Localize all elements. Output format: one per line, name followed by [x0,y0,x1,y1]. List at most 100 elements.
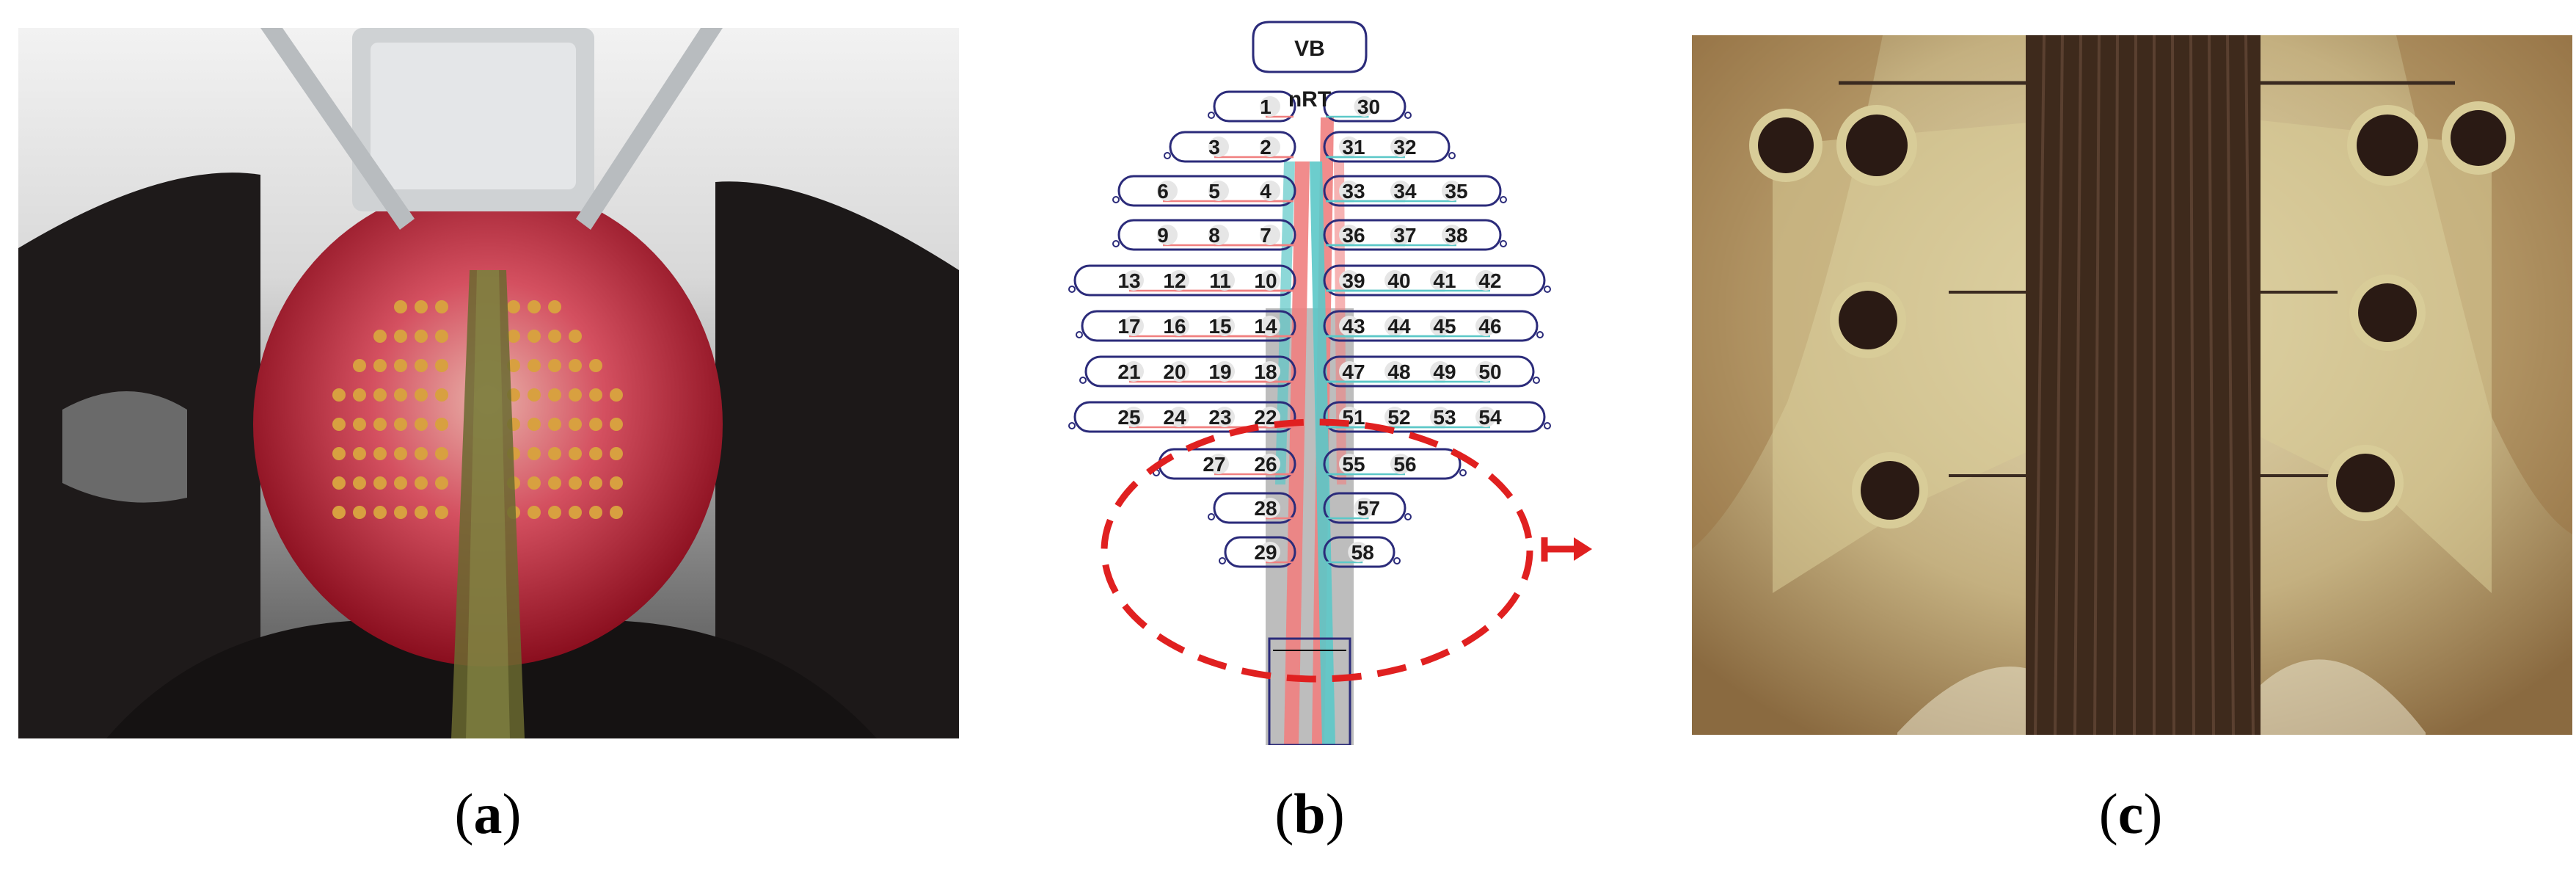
grid-electrode [548,476,561,490]
grid-electrode [528,300,541,313]
electrode-label: 21 [1117,360,1140,383]
grid-electrode [569,506,582,519]
recording-site [1214,361,1235,382]
connector-pin-icon [1068,422,1076,429]
ribbon-line [2189,35,2195,735]
electrode-row-right [1323,264,1546,297]
grid-electrode [610,476,623,490]
grid-electrode [415,447,428,460]
recording-site [1339,181,1360,201]
grid-electrode [394,506,407,519]
arrow-to-c-icon [1541,537,1592,562]
electrode-label: 43 [1342,315,1365,338]
grid-electrode [373,359,387,372]
electrode-row-left [1213,90,1296,123]
electrode-label: 23 [1208,406,1231,429]
connector-pin-icon [1393,557,1401,564]
recording-site [1208,137,1229,157]
electrode-label: 8 [1208,224,1220,247]
recording-site [1384,270,1405,291]
electrode-row-right [1323,492,1406,524]
electrode-row-left [1117,219,1296,251]
electrode-label: 37 [1393,224,1416,247]
recording-site [1384,407,1405,427]
grid-electrode [394,447,407,460]
grid-electrode [435,418,448,431]
vb-label: VB [1294,37,1325,61]
electrode-label: 12 [1163,269,1186,292]
connector-pin-icon [1533,377,1540,384]
grid-electrode [373,476,387,490]
grid-electrode [394,476,407,490]
grid-electrode [507,330,520,343]
grid-electrode [435,359,448,372]
grid-electrode [528,330,541,343]
electrode-label: 2 [1260,136,1271,159]
electrode-row-left [1084,355,1296,388]
grid-electrode [610,418,623,431]
electrode-label: 48 [1387,360,1410,383]
panel-a-photo [18,28,959,738]
electrode-row-left [1169,131,1296,163]
surgical-photo [18,28,959,738]
electrode-label: 42 [1478,269,1501,292]
electrode-label: 20 [1163,360,1186,383]
grid-electrode [332,447,346,460]
electrode-label: 44 [1387,315,1411,338]
recording-site [1384,316,1405,336]
electrode-label: 53 [1433,406,1456,429]
caption-b-letter: b [1294,782,1326,846]
grid-electrode [548,418,561,431]
electrode-label: 25 [1117,406,1140,429]
grid-electrode [332,506,346,519]
grid-electrode [353,476,366,490]
grid-electrode [610,447,623,460]
recording-site [1169,270,1189,291]
recording-site [1208,181,1229,201]
ribbon-line [2244,35,2255,735]
grid-electrode [528,359,541,372]
grid-electrode [528,476,541,490]
recording-site [1339,270,1360,291]
electrode-label: 30 [1357,95,1380,118]
connector-pin-icon [1404,112,1412,119]
grid-electrode [435,476,448,490]
recording-site [1260,361,1280,382]
recording-site [1169,361,1189,382]
grid-electrode [569,359,582,372]
electrode-label: 28 [1254,497,1277,520]
electrode-label: 27 [1203,453,1225,476]
electrode-row-right [1323,90,1406,123]
recording-site [1169,407,1189,427]
connector-pin-icon [1544,422,1551,429]
highlight-ellipse [1101,418,1533,683]
electrode-label: 46 [1478,315,1501,338]
electrode-label: 6 [1157,180,1169,203]
electrode-row-left [1073,264,1296,297]
grid-electrode [353,359,366,372]
recording-site [1390,225,1411,245]
zoomed-photo [1692,35,2572,735]
grid-electrode [528,418,541,431]
electrode-label: 39 [1342,269,1365,292]
electrode-label: 54 [1478,406,1502,429]
grid-electrode [373,447,387,460]
electrode-label: 35 [1445,180,1467,203]
grid-electrode [332,476,346,490]
connector-pin-icon [1112,196,1120,203]
electrode-label: 40 [1387,269,1410,292]
recording-site [1430,270,1451,291]
ribbon-cable [2026,35,2261,735]
electrode-label: 45 [1433,315,1456,338]
recording-site [1475,316,1496,336]
connector-pin-icon [1164,152,1171,159]
grid-electrode [435,330,448,343]
grid-electrode [589,359,602,372]
electrode-label: 15 [1208,315,1231,338]
grid-electrode [507,300,520,313]
grid-electrode [415,418,428,431]
electrode-label: 47 [1342,360,1365,383]
ribbon-line [2133,35,2137,735]
recording-site [1475,407,1496,427]
